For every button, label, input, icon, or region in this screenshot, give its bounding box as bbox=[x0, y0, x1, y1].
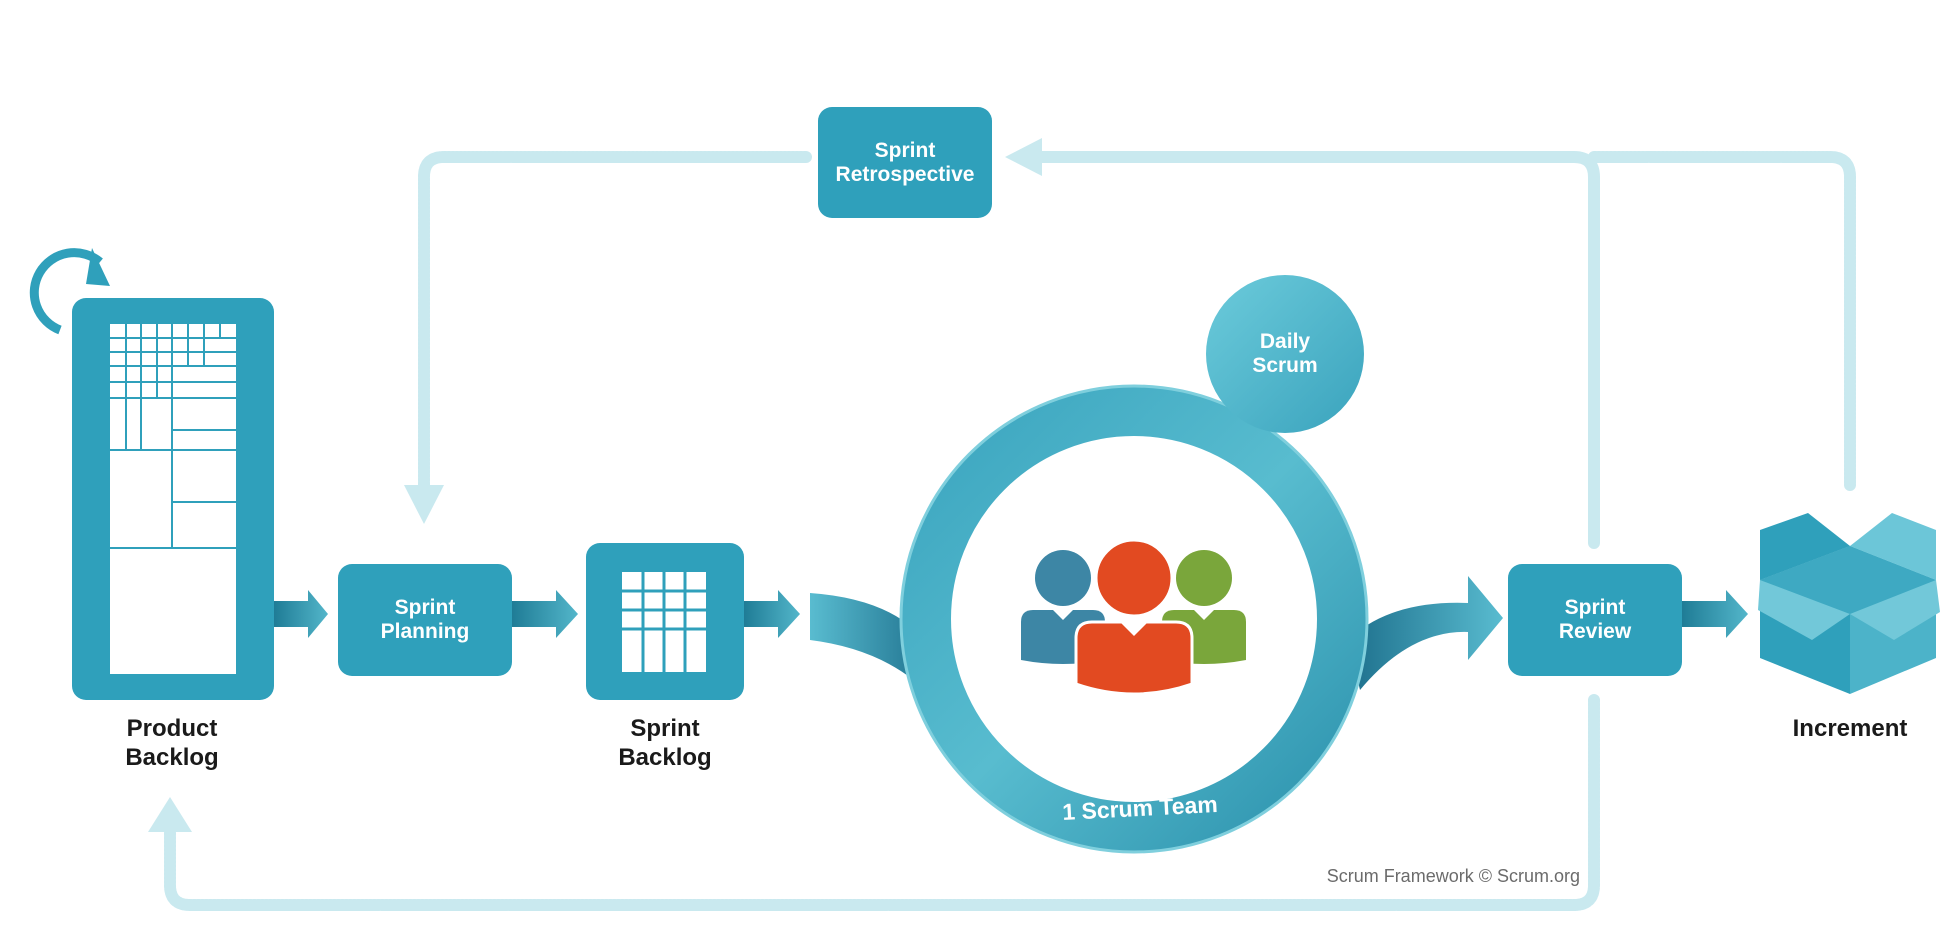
sprint-backlog-icon bbox=[586, 543, 744, 700]
arrow-sprint-backlog-to-sprint bbox=[744, 590, 800, 638]
swoosh-into-sprint bbox=[810, 593, 935, 700]
refresh-icon bbox=[29, 248, 103, 335]
credit-text: Scrum Framework © Scrum.org bbox=[1326, 866, 1580, 886]
arrow-planning-to-sprint-backlog bbox=[512, 590, 578, 638]
feedback-loops bbox=[164, 151, 1856, 911]
retrospective-to-planning-loop bbox=[418, 151, 812, 496]
sprint-retrospective-box bbox=[818, 107, 992, 218]
sprint-planning-label: Sprint Planning bbox=[380, 596, 470, 643]
product-backlog-label: Product Backlog bbox=[125, 715, 219, 771]
sprint-review-box bbox=[1508, 564, 1682, 676]
product-backlog-icon bbox=[29, 248, 274, 700]
sprint-planning-box bbox=[338, 564, 512, 676]
increment-label: Increment bbox=[1792, 715, 1908, 742]
arrow-backlog-to-planning bbox=[274, 590, 328, 638]
sprint-ring bbox=[901, 386, 1367, 852]
increment-box-icon bbox=[1758, 513, 1940, 694]
sprint-retrospective-label: Sprint Retrospective bbox=[835, 138, 975, 186]
daily-scrum-circle bbox=[1206, 275, 1364, 433]
sprint-review-label: Sprint Review bbox=[1558, 596, 1632, 643]
arrow-review-to-increment bbox=[1682, 590, 1748, 638]
loop-arrowhead-product-backlog bbox=[148, 797, 192, 832]
increment-loop bbox=[1588, 151, 1856, 491]
loop-arrowhead-retro bbox=[1005, 138, 1042, 176]
flow-arrows bbox=[274, 590, 1748, 638]
daily-scrum-label: Daily Scrum bbox=[1252, 330, 1318, 377]
review-to-product-backlog-loop bbox=[164, 694, 1600, 911]
swoosh-out-of-sprint bbox=[1348, 576, 1503, 690]
review-to-retrospective-line bbox=[1029, 151, 1600, 549]
people-icon bbox=[1021, 538, 1246, 696]
loop-arrowhead-planning bbox=[404, 485, 444, 524]
sprint-backlog-label: Sprint Backlog bbox=[618, 715, 712, 771]
